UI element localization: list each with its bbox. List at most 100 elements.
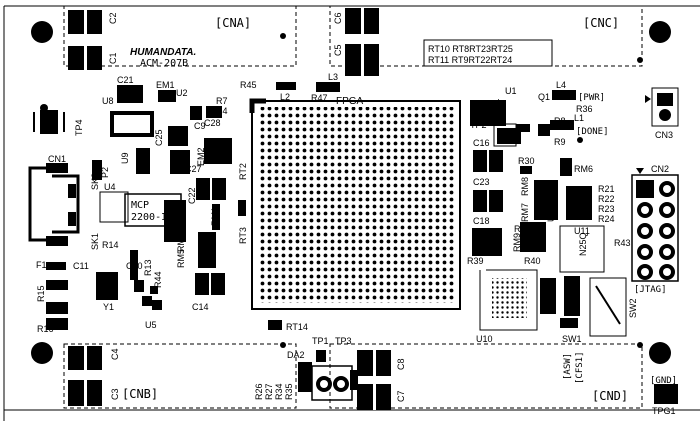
label-cnc: [CNC] (583, 16, 619, 30)
label-r24: R24 (598, 214, 615, 224)
label-r40: R40 (524, 256, 541, 266)
label-r39: R39 (467, 256, 484, 266)
mounting-hole-br (649, 342, 671, 364)
label-r45: R45 (240, 80, 257, 90)
rt-array-line2: RT11 RT9RT22RT24 (428, 55, 512, 65)
label-rm3: RM3 (176, 233, 186, 252)
label-u1: U1 (505, 86, 517, 96)
mcp-label-line1: MCP (131, 200, 149, 211)
label-c22: C22 (187, 187, 197, 204)
label-tp4: TP4 (74, 119, 84, 136)
connector-area-cnb (63, 343, 297, 409)
label-u6: U6 (546, 184, 556, 196)
brand-logo: HUMANDATA. (130, 47, 196, 58)
label-cn2: CN2 (651, 164, 669, 174)
label-u10: U10 (476, 334, 493, 344)
label-c28: C28 (204, 118, 221, 128)
chip-u11 (559, 225, 605, 273)
label-p2: P2 (100, 167, 110, 178)
chip-u10 (479, 269, 538, 331)
label-c11: C11 (73, 261, 89, 271)
label-sw1: SW1 (562, 334, 582, 344)
label-r14: R14 (102, 240, 119, 250)
label-r15: R15 (36, 285, 46, 302)
label-r7: R7 (216, 96, 228, 106)
chip-u9 (136, 148, 150, 174)
label-c14: C14 (192, 302, 209, 312)
label-rm5: RM5 (176, 249, 186, 268)
label-r44: R44 (153, 271, 163, 288)
label-r23: R23 (598, 204, 615, 214)
cap-c21 (117, 85, 143, 103)
label-l4: L4 (556, 80, 566, 90)
label-l5: L5 (50, 306, 60, 316)
usb-connector-cn1 (28, 163, 80, 246)
label-da2: DA2 (287, 350, 305, 360)
label-c21: C21 (117, 75, 134, 85)
label-rm8: RM8 (520, 177, 530, 196)
label-r8: R8 (554, 116, 566, 126)
label-sw2: SW2 (628, 298, 638, 318)
label-l1: L1 (574, 113, 584, 123)
label-c5: C5 (333, 44, 343, 56)
label-r41: R41 (546, 283, 556, 300)
label-r34: R34 (274, 383, 284, 400)
label-tpg1: TPG1 (652, 406, 676, 416)
label-l6: L6 (50, 282, 60, 292)
connector-cn3 (645, 87, 679, 127)
label-c2: C2 (108, 12, 118, 24)
label-tp2: TP2 (470, 120, 487, 130)
connector-area-cnd (329, 343, 643, 409)
n25q-label: N25Q (578, 232, 588, 256)
label-rm6: RM6 (574, 164, 593, 174)
label-u9: U9 (120, 152, 130, 164)
label-gnd: [GND] (650, 376, 677, 386)
label-em1: EM1 (156, 80, 175, 90)
label-r21: R21 (598, 184, 615, 194)
label-c4: C4 (110, 348, 120, 360)
label-c23: C23 (473, 177, 490, 187)
cap-c28 (204, 138, 232, 164)
label-r43: R43 (614, 238, 631, 248)
label-c9: C9 (194, 121, 206, 131)
mounting-hole-tl (31, 21, 53, 43)
testpoint-tpg1 (654, 384, 678, 404)
label-asw: [ASW] (563, 353, 573, 380)
label-l2: L2 (280, 92, 290, 102)
label-c18: C18 (473, 216, 490, 226)
label-done: [DONE] (576, 127, 609, 137)
fpga-label: FPGA (336, 96, 364, 107)
label-u2: U2 (176, 88, 188, 98)
label-c16: C16 (473, 138, 490, 148)
label-r30: R30 (518, 156, 535, 166)
connector-area-cna (63, 5, 297, 67)
label-l3: L3 (328, 72, 338, 82)
label-u5: U5 (145, 320, 157, 330)
label-q1: Q1 (538, 92, 550, 102)
label-u11: U11 (574, 226, 590, 236)
label-c10: C10 (126, 261, 143, 271)
label-c8: C8 (396, 358, 406, 370)
label-rt14: RT14 (286, 322, 308, 332)
label-rm7: RM7 (520, 203, 530, 222)
label-cn3: CN3 (655, 130, 673, 140)
label-cnb: [CNB] (122, 387, 158, 401)
label-pwr: [PWR] (578, 93, 605, 103)
rt-array-line1: RT10 RT8RT23RT25 (428, 44, 513, 54)
label-u7: U7 (546, 210, 556, 222)
small-components (46, 82, 592, 392)
label-u8: U8 (102, 96, 114, 106)
label-tp3: TP3 (335, 336, 352, 346)
label-r47: R47 (311, 93, 328, 103)
mounting-hole-tr (649, 21, 671, 43)
label-cfs1: [CFS1] (575, 351, 585, 384)
chip-u8 (110, 111, 154, 137)
label-r9: R9 (554, 137, 566, 147)
label-em2: EM2 (196, 147, 206, 166)
label-r26: R26 (254, 383, 264, 400)
label-r4: R4 (216, 106, 228, 116)
label-c27: C27 (185, 164, 202, 174)
testpoint-block (311, 365, 353, 401)
label-c6: C6 (333, 12, 343, 24)
